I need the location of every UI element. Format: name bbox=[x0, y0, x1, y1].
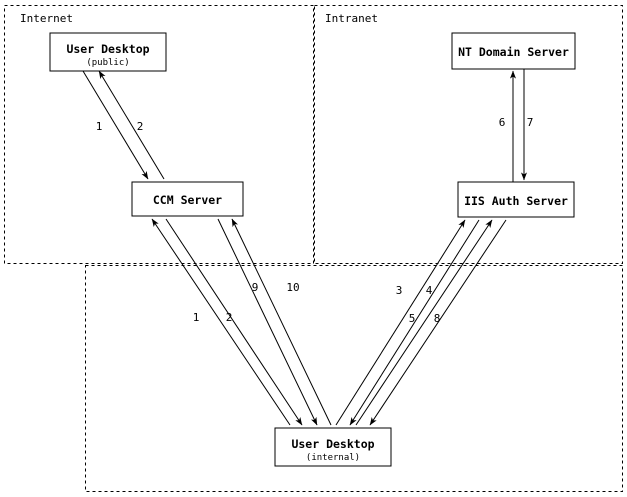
edge-group-iis-internal-right: 5 8 bbox=[355, 219, 507, 426]
node-nt-domain-server[interactable]: NT Domain Server bbox=[451, 32, 576, 70]
edge-group-iis-internal-left: 3 4 bbox=[335, 219, 480, 426]
edge-10-line bbox=[231, 218, 332, 426]
edge-6-label: 6 bbox=[499, 116, 506, 129]
edge-1-internal-line bbox=[151, 218, 291, 426]
edge-1-public-line bbox=[82, 70, 149, 180]
node-ccm-server-box[interactable] bbox=[131, 181, 244, 217]
edge-group-iis-nt: 6 7 bbox=[499, 69, 534, 182]
node-nt-domain-server-box[interactable] bbox=[451, 32, 576, 70]
edge-group-public-ccm: 1 2 bbox=[82, 70, 165, 180]
node-ccm-server[interactable]: CCM Server bbox=[131, 181, 244, 217]
edge-2-internal-label: 2 bbox=[226, 311, 233, 324]
zone-internet-label: Internet bbox=[20, 12, 73, 25]
edge-2-public-label: 2 bbox=[137, 120, 144, 133]
edge-group-ccm-internal-right: 9 10 bbox=[217, 218, 332, 426]
edge-1-internal-label: 1 bbox=[193, 311, 200, 324]
zone-intranet-label: Intranet bbox=[325, 12, 378, 25]
edge-1-public-label: 1 bbox=[96, 120, 103, 133]
edge-4-line bbox=[349, 219, 480, 426]
node-user-desktop-internal-subtitle: (internal) bbox=[306, 453, 360, 463]
node-user-desktop-internal[interactable]: User Desktop (internal) bbox=[274, 427, 392, 467]
edge-5-line bbox=[355, 219, 493, 426]
node-ccm-server-title: CCM Server bbox=[153, 193, 222, 207]
edge-8-line bbox=[369, 219, 507, 426]
node-user-desktop-public-box[interactable] bbox=[49, 32, 167, 72]
node-user-desktop-public-subtitle: (public) bbox=[86, 58, 129, 68]
edge-2-public-line bbox=[98, 70, 165, 180]
edge-7-label: 7 bbox=[527, 116, 534, 129]
zone-internal-border bbox=[85, 265, 623, 492]
zone-internal-network bbox=[85, 265, 623, 492]
zone-internet-border bbox=[4, 5, 314, 264]
node-user-desktop-public[interactable]: User Desktop (public) bbox=[49, 32, 167, 72]
node-user-desktop-internal-box[interactable] bbox=[274, 427, 392, 467]
edge-9-label: 9 bbox=[252, 281, 259, 294]
node-iis-auth-server-box[interactable] bbox=[457, 181, 575, 218]
zone-internet: Internet bbox=[4, 5, 314, 264]
node-user-desktop-internal-title: User Desktop bbox=[291, 437, 374, 451]
node-iis-auth-server-title: IIS Auth Server bbox=[464, 194, 568, 208]
edge-3-label: 3 bbox=[396, 284, 403, 297]
edge-2-internal-line bbox=[165, 218, 303, 426]
node-iis-auth-server[interactable]: IIS Auth Server bbox=[457, 181, 575, 218]
edge-4-label: 4 bbox=[426, 284, 433, 297]
edge-9-line bbox=[217, 218, 318, 426]
edge-3-line bbox=[335, 219, 466, 426]
edge-group-ccm-internal-left: 1 2 bbox=[151, 218, 303, 426]
zone-intranet: Intranet bbox=[314, 5, 623, 264]
zone-intranet-border bbox=[314, 5, 623, 264]
node-nt-domain-server-title: NT Domain Server bbox=[458, 45, 569, 59]
edge-5-label: 5 bbox=[409, 312, 416, 325]
node-user-desktop-public-title: User Desktop bbox=[66, 42, 149, 56]
edge-8-label: 8 bbox=[434, 312, 441, 325]
edge-10-label: 10 bbox=[286, 281, 299, 294]
